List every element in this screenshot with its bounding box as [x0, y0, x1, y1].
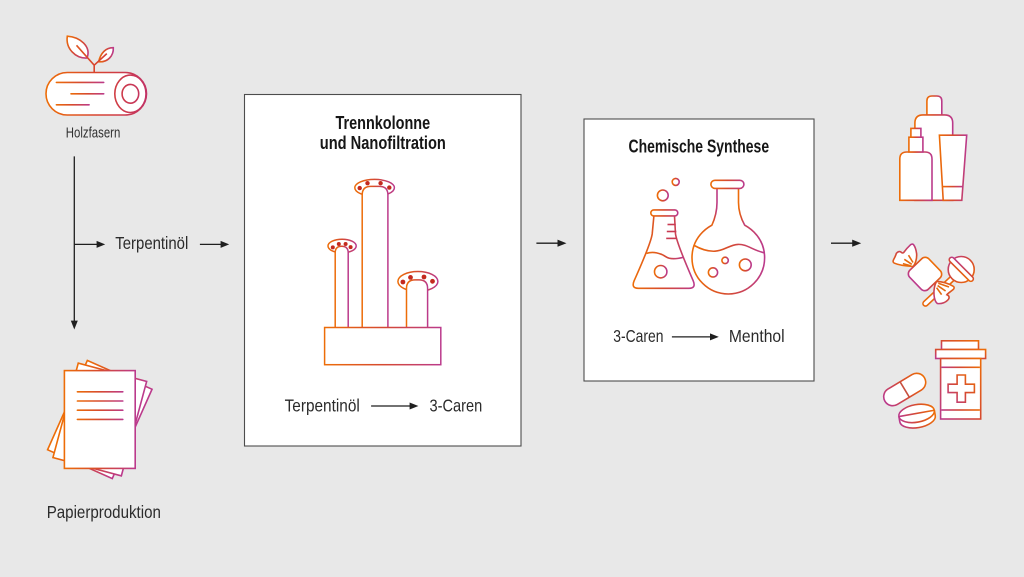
- svg-text:Holzfasern: Holzfasern: [66, 125, 121, 142]
- svg-text:Terpentinöl: Terpentinöl: [115, 233, 188, 253]
- svg-text:Papierproduktion: Papierproduktion: [47, 502, 161, 522]
- svg-text:Menthol: Menthol: [729, 326, 785, 346]
- svg-text:Terpentinöl: Terpentinöl: [285, 396, 360, 416]
- svg-text:Trennkolonne: Trennkolonne: [335, 113, 430, 133]
- svg-text:und Nanofiltration: und Nanofiltration: [320, 133, 446, 153]
- svg-text:3-Caren: 3-Caren: [430, 396, 483, 416]
- svg-text:Chemische Synthese: Chemische Synthese: [629, 137, 770, 157]
- svg-text:3-Caren: 3-Caren: [613, 326, 663, 346]
